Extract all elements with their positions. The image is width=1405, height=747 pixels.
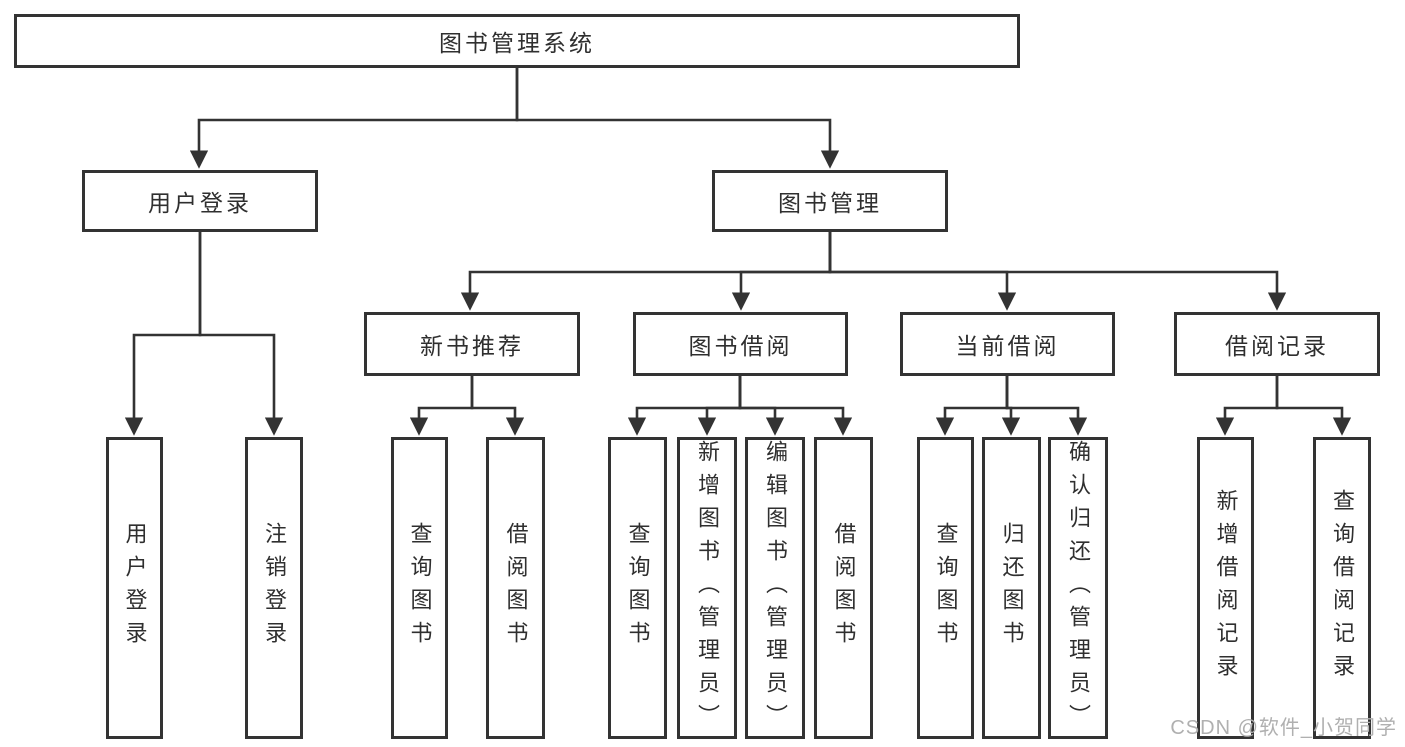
node-query-borrowing-record: 查询借阅记录 xyxy=(1313,437,1371,739)
connector-new-book-recommend-to-borrow-books-recommend xyxy=(470,376,525,436)
node-label-book-management: 图书管理 xyxy=(778,190,882,216)
node-borrowing-records: 借阅记录 xyxy=(1174,312,1380,376)
node-query-books-borrowing: 查询图书 xyxy=(608,437,667,739)
node-label-new-book-recommend: 新书推荐 xyxy=(420,333,524,359)
connector-book-borrowing-to-add-books-admin xyxy=(697,376,742,436)
node-borrow-books-borrowing: 借阅图书 xyxy=(814,437,873,739)
node-logout-op: 注销登录 xyxy=(245,437,303,739)
node-book-management: 图书管理 xyxy=(712,170,948,232)
node-edit-books-admin: 编辑图书（管理员） xyxy=(745,437,805,739)
node-label-confirm-return-admin: 确认归还（管理员） xyxy=(1066,440,1091,737)
node-label-query-books-recommend: 查询图书 xyxy=(407,522,433,654)
node-library-system: 图书管理系统 xyxy=(14,14,1020,68)
connector-book-borrowing-to-query-books-borrowing xyxy=(627,376,742,436)
connector-current-borrowing-to-confirm-return-admin xyxy=(1005,376,1088,436)
connector-user-login-to-logout-op xyxy=(198,232,284,436)
node-label-borrow-books-borrowing: 借阅图书 xyxy=(831,522,857,654)
node-label-query-books-current: 查询图书 xyxy=(933,522,959,654)
connector-borrowing-records-to-add-borrowing-record xyxy=(1215,376,1279,436)
node-label-return-books: 归还图书 xyxy=(999,522,1025,654)
watermark-text: CSDN @软件_小贺同学 xyxy=(1170,717,1397,739)
node-label-current-borrowing: 当前借阅 xyxy=(955,333,1060,359)
connector-book-management-to-book-borrowing xyxy=(731,232,832,311)
connector-book-borrowing-to-borrow-books-borrowing xyxy=(738,376,853,436)
node-label-query-borrowing-record: 查询借阅记录 xyxy=(1330,489,1355,687)
node-label-query-books-borrowing: 查询图书 xyxy=(625,522,651,654)
node-label-add-borrowing-record: 新增借阅记录 xyxy=(1213,489,1239,687)
node-label-user-login-op: 用户登录 xyxy=(122,522,148,654)
node-label-user-login: 用户登录 xyxy=(148,190,252,216)
node-label-book-borrowing: 图书借阅 xyxy=(688,333,793,359)
node-query-books-recommend: 查询图书 xyxy=(391,437,448,739)
node-add-borrowing-record: 新增借阅记录 xyxy=(1197,437,1254,739)
connector-borrowing-records-to-query-borrowing-record xyxy=(1275,376,1352,436)
node-confirm-return-admin: 确认归还（管理员） xyxy=(1048,437,1108,739)
node-label-add-books-admin: 新增图书（管理员） xyxy=(695,440,720,737)
node-user-login: 用户登录 xyxy=(82,170,318,232)
connector-group xyxy=(124,68,1352,436)
node-return-books: 归还图书 xyxy=(982,437,1041,739)
connector-library-system-to-book-management xyxy=(515,68,840,169)
connector-book-management-to-new-book-recommend xyxy=(460,232,832,311)
node-add-books-admin: 新增图书（管理员） xyxy=(677,437,737,739)
node-label-logout-op: 注销登录 xyxy=(262,522,287,654)
node-user-login-op: 用户登录 xyxy=(106,437,163,739)
connector-book-borrowing-to-edit-books-admin xyxy=(738,376,785,436)
node-query-books-current: 查询图书 xyxy=(917,437,974,739)
node-label-borrowing-records: 借阅记录 xyxy=(1225,333,1329,359)
node-label-library-system: 图书管理系统 xyxy=(439,30,595,56)
node-new-book-recommend: 新书推荐 xyxy=(364,312,580,376)
node-label-edit-books-admin: 编辑图书（管理员） xyxy=(763,440,788,737)
connector-library-system-to-user-login xyxy=(189,68,519,169)
connector-book-management-to-borrowing-records xyxy=(828,232,1287,311)
node-book-borrowing: 图书借阅 xyxy=(633,312,848,376)
node-current-borrowing: 当前借阅 xyxy=(900,312,1115,376)
connector-current-borrowing-to-query-books-current xyxy=(935,376,1009,436)
connector-new-book-recommend-to-query-books-recommend xyxy=(409,376,474,436)
node-label-borrow-books-recommend: 借阅图书 xyxy=(503,522,529,654)
connector-user-login-to-user-login-op xyxy=(124,232,202,436)
node-borrow-books-recommend: 借阅图书 xyxy=(486,437,545,739)
connector-book-management-to-current-borrowing xyxy=(828,232,1017,311)
